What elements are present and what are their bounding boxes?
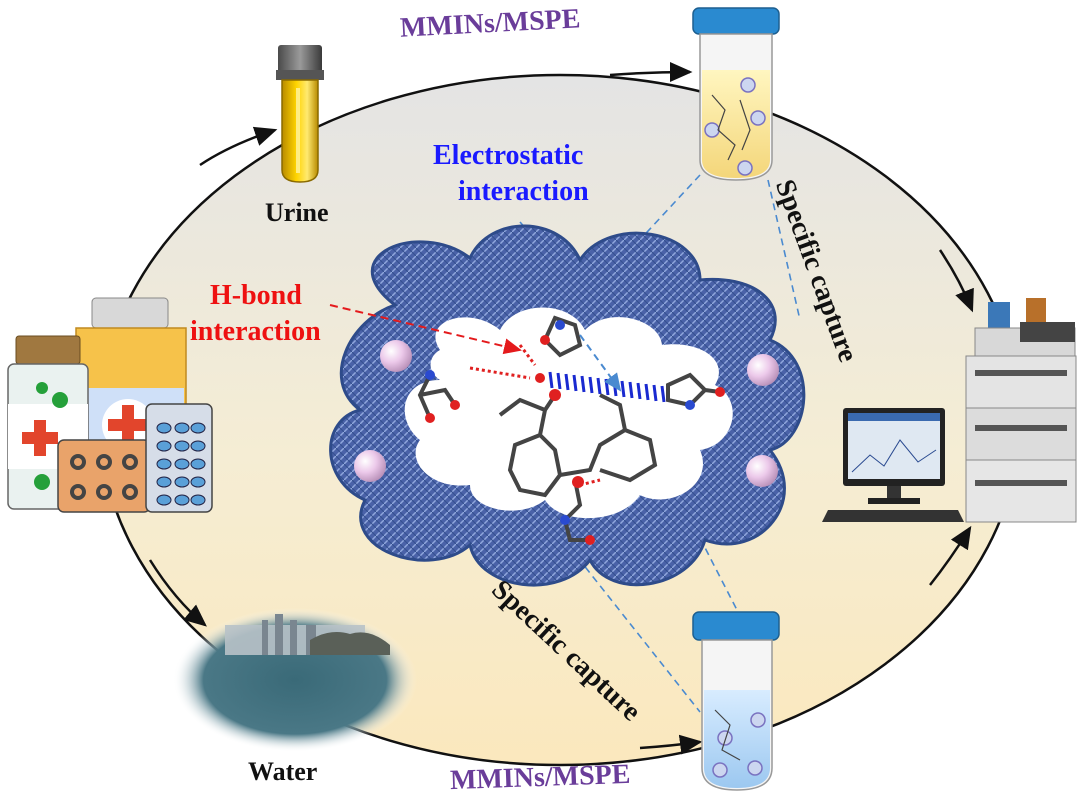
vial-icon xyxy=(693,612,779,790)
cycle-arrow-top-right xyxy=(610,72,690,75)
hplc-instrument-icon xyxy=(966,298,1076,522)
hbond-label-line2: interaction xyxy=(190,316,321,348)
bottom-method-label: MMINs/MSPE xyxy=(449,759,630,797)
electrostatic-label-line1: Electrostatic xyxy=(433,140,583,172)
medicine-bottles-icon xyxy=(8,298,212,512)
hbond-label-line1: H-bond xyxy=(210,280,302,312)
urine-label: Urine xyxy=(265,198,329,228)
vial-icon xyxy=(693,8,779,180)
water-label: Water xyxy=(248,757,317,787)
urine-tube-icon xyxy=(276,45,324,182)
electrostatic-label-line2: interaction xyxy=(458,176,589,208)
water-scene-icon xyxy=(173,608,417,752)
